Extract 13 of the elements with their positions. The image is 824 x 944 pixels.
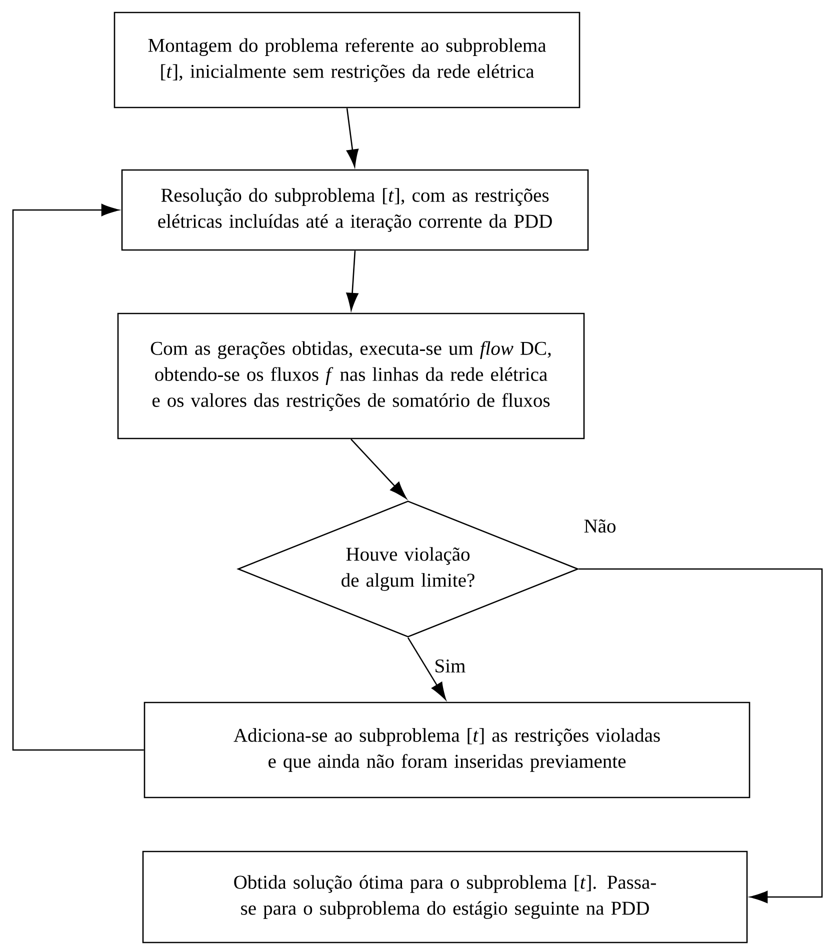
process-box: Obtida solução ótima para o subproblema [t]. Passa-se para o subproblema do estágio seguinte na PDD — [142, 850, 748, 944]
edge-label: Sim — [433, 658, 467, 674]
process-box: Adiciona-se ao subproblema [t] as restrições violadas e que ainda não foram inseridas previamente — [144, 702, 750, 798]
arrow — [578, 568, 823, 904]
process-box: Resolução do subproblema [t], com as restrições elétricas incluídas até a iteração corrente da PDD — [121, 169, 589, 251]
edge-label: Não — [582, 518, 618, 534]
arrow — [350, 438, 407, 499]
arrow — [346, 250, 358, 310]
arrow — [346, 108, 359, 167]
process-box: Com as gerações obtidas, executa-se um flow DC, obtendo-se os fluxos f nas linhas da rede elétrica e os valores das restrições de somatório de fluxos — [117, 312, 585, 440]
process-box: Montagem do problema referente ao subproblema [t], inicialmente sem restrições da rede elétrica — [114, 12, 580, 108]
arrow — [12, 204, 144, 751]
arrow — [407, 637, 446, 700]
